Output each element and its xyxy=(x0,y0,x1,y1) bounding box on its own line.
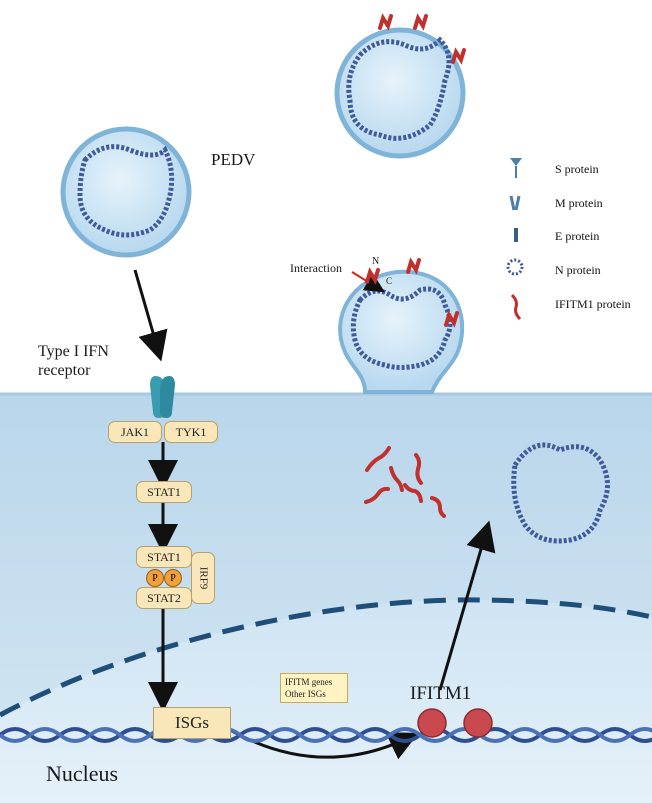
ifitm1-export-arrow xyxy=(438,520,496,691)
nuclear-envelope xyxy=(0,597,652,718)
ribosome-icon xyxy=(417,708,447,738)
interaction-label: Interaction xyxy=(290,261,342,275)
ifitm1-virion-group xyxy=(365,13,466,328)
gene-note-line2: Other ISGs xyxy=(285,689,326,699)
gene-note: IFITM genes Other ISGs xyxy=(280,673,348,703)
s-protein-icon xyxy=(510,158,522,178)
jak1-box: JAK1 xyxy=(108,421,162,443)
released-genome xyxy=(511,442,610,544)
legend-item-ifitm1-protein: IFITM1 protein xyxy=(555,297,631,311)
legend-item-e-protein: E protein xyxy=(555,229,600,243)
legend-item-m-protein: M protein xyxy=(555,196,603,210)
tyk1-box: TYK1 xyxy=(164,421,218,443)
stat1-complex-box: STAT1 xyxy=(136,546,192,568)
isgs-box: ISGs xyxy=(153,707,231,739)
phospho-p2: P xyxy=(164,569,182,587)
ribosome-icon xyxy=(463,708,493,738)
budding-virion xyxy=(338,269,465,394)
n-terminus-label: N xyxy=(372,256,380,267)
ifitm1-label: IFITM1 xyxy=(410,683,472,704)
ifitm1-cytoplasm-group xyxy=(364,446,446,518)
dna-strand-2 xyxy=(0,727,652,743)
virus-label: PEDV xyxy=(211,150,256,169)
phospho-p1: P xyxy=(146,569,164,587)
c-terminus-label: C xyxy=(386,276,393,286)
m-protein-icon xyxy=(509,195,521,211)
receptor-label-line1: Type I IFN xyxy=(38,343,109,360)
pedv-virion xyxy=(60,126,192,258)
irf9-box: IRF9 xyxy=(191,552,215,604)
n-protein-icon xyxy=(506,258,524,276)
legend-item-s-protein: S protein xyxy=(555,162,599,176)
nucleus-label: Nucleus xyxy=(46,761,119,786)
ifn-receptor-icon xyxy=(150,376,175,418)
e-protein-icon xyxy=(514,228,518,242)
gene-note-line1: IFITM genes xyxy=(285,677,333,687)
legend-item-n-protein: N protein xyxy=(555,263,601,277)
receptor-label-line2: receptor xyxy=(38,362,91,379)
released-virion xyxy=(334,27,466,159)
ifitm1-protein-icon xyxy=(510,293,522,321)
interaction-arrow xyxy=(351,271,385,293)
entry-arrow xyxy=(133,269,168,362)
irf9-label: IRF9 xyxy=(197,566,209,590)
stat2-box: STAT2 xyxy=(136,587,192,609)
stat1-box: STAT1 xyxy=(136,481,192,503)
